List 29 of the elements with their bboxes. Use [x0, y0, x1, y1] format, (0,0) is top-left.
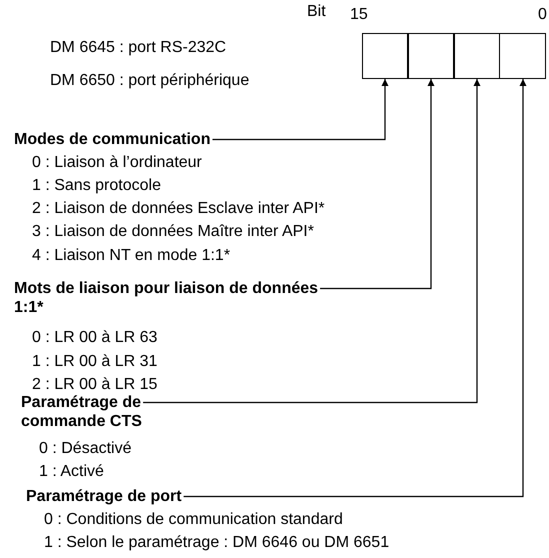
option-text: 0 : Liaison à l’ordinateur [32, 153, 202, 172]
option-text: 0 : LR 00 à LR 63 [32, 328, 158, 347]
register-note: DM 6645 : port RS-232C [50, 38, 226, 57]
option-text: 1 : Activé [39, 462, 104, 481]
bit-number: 15 [350, 5, 368, 24]
option-text: 1 : Sans protocole [32, 176, 161, 195]
option-text: 1 : LR 00 à LR 31 [32, 352, 158, 371]
register-note: DM 6650 : port périphérique [50, 71, 250, 90]
option-text: 1 : Selon le paramétrage : DM 6646 ou DM 6651 [44, 533, 390, 552]
bit-field [362, 33, 408, 79]
option-text: 0 : Conditions de communication standard [44, 510, 343, 529]
section-heading: Mots de liaison pour liaison de données 1:1* [14, 279, 319, 317]
bit-field [454, 33, 500, 79]
option-text: 2 : LR 00 à LR 15 [32, 375, 158, 394]
leader-arrow [184, 79, 526, 498]
section-heading: Paramétrage de commande CTS [21, 393, 186, 431]
option-text: 4 : Liaison NT en mode 1:1* [32, 246, 230, 265]
section-heading: Modes de communication [14, 130, 210, 149]
section-heading: Paramétrage de port [26, 487, 182, 506]
leader-arrow [320, 79, 434, 290]
bit-number: 0 [538, 5, 547, 24]
bit-label: Bit [307, 2, 326, 21]
leader-arrow [212, 79, 388, 140]
bit-field [500, 33, 546, 79]
option-text: 0 : Désactivé [39, 439, 132, 458]
leader-arrow [143, 79, 480, 404]
option-text: 3 : Liaison de données Maître inter API* [32, 222, 314, 241]
bit-field [408, 33, 454, 79]
option-text: 2 : Liaison de données Esclave inter API* [32, 199, 325, 218]
